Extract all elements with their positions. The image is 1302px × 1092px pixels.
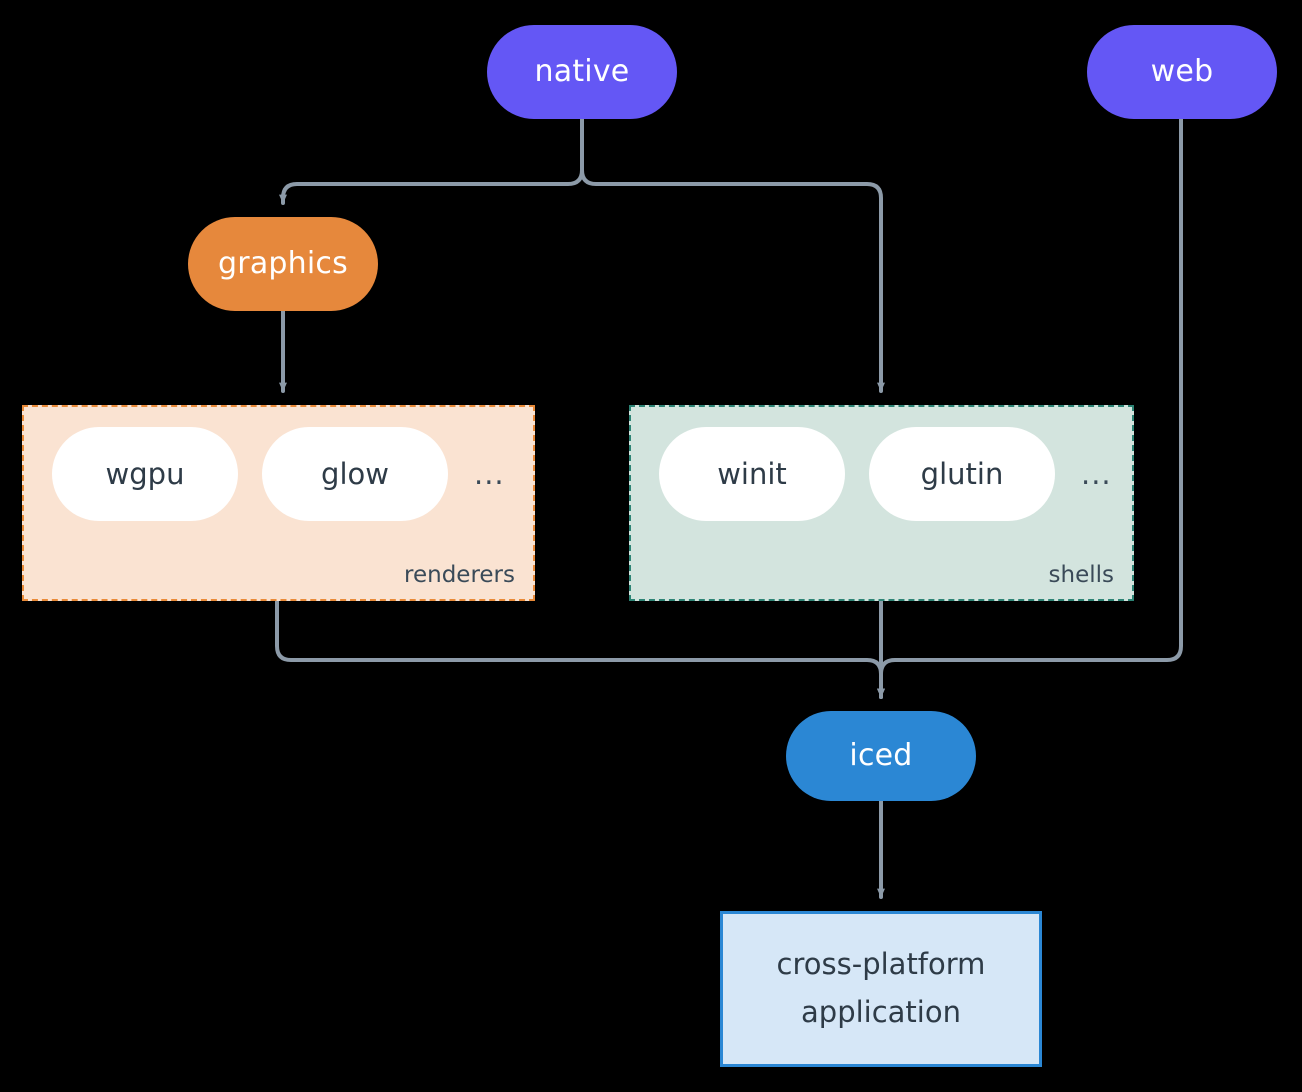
node-glow-label: glow bbox=[321, 456, 389, 491]
node-glow[interactable]: glow bbox=[262, 427, 448, 521]
shells-ellipsis-icon: ... bbox=[1081, 456, 1112, 491]
node-web-label: web bbox=[1150, 54, 1214, 89]
group-shells-items: winit glutin ... bbox=[631, 427, 1132, 521]
node-graphics[interactable]: graphics bbox=[188, 217, 378, 311]
node-graphics-label: graphics bbox=[218, 246, 348, 281]
node-winit[interactable]: winit bbox=[659, 427, 845, 521]
group-renderers-label: renderers bbox=[404, 562, 515, 588]
node-glutin[interactable]: glutin bbox=[869, 427, 1055, 521]
node-wgpu-label: wgpu bbox=[105, 456, 185, 491]
node-glutin-label: glutin bbox=[920, 456, 1004, 491]
node-wgpu[interactable]: wgpu bbox=[52, 427, 238, 521]
node-winit-label: winit bbox=[717, 456, 787, 491]
node-native[interactable]: native bbox=[487, 25, 677, 119]
node-application-line1: cross-platform bbox=[776, 947, 986, 982]
group-shells-label: shells bbox=[1048, 562, 1114, 588]
node-web[interactable]: web bbox=[1087, 25, 1277, 119]
node-application[interactable]: cross-platform application bbox=[720, 911, 1042, 1067]
group-renderers: wgpu glow ... renderers bbox=[22, 405, 535, 601]
edge-native-to-shells bbox=[580, 117, 885, 393]
node-application-line2: application bbox=[801, 995, 961, 1029]
node-iced-label: iced bbox=[849, 738, 913, 773]
node-iced[interactable]: iced bbox=[786, 711, 976, 801]
edge-renderers-to-iced bbox=[275, 599, 885, 699]
group-renderers-items: wgpu glow ... bbox=[24, 427, 533, 521]
renderers-ellipsis-icon: ... bbox=[474, 456, 505, 491]
edge-native-to-graphics bbox=[279, 117, 584, 205]
group-shells: winit glutin ... shells bbox=[629, 405, 1134, 601]
node-native-label: native bbox=[534, 54, 630, 89]
